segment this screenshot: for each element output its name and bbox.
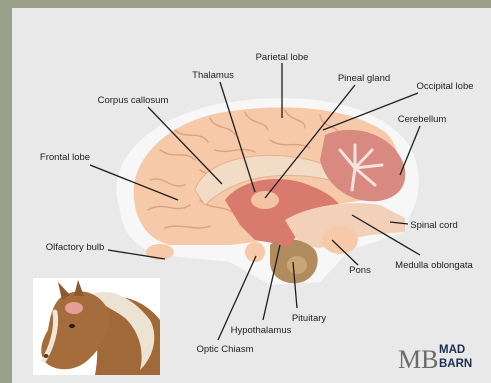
thalamus-shape <box>251 191 279 209</box>
label-olfactory-bulb: Olfactory bulb <box>46 242 105 253</box>
label-pineal-gland: Pineal gland <box>338 73 390 84</box>
logo-mad: MAD <box>439 344 465 356</box>
logo-barn: BARN <box>439 358 472 370</box>
label-medulla-oblongata: Medulla oblongata <box>395 260 473 271</box>
label-pituitary: Pituitary <box>292 313 327 324</box>
label-cerebellum: Cerebellum <box>398 114 447 125</box>
label-optic-chiasm: Optic Chiasm <box>196 344 253 355</box>
mad-barn-logo: MB MAD BARN <box>398 344 472 374</box>
label-corpus-callosum: Corpus callosum <box>98 95 169 106</box>
logo-monogram: MB <box>398 345 438 374</box>
label-thalamus: Thalamus <box>192 70 234 81</box>
label-frontal-lobe: Frontal lobe <box>40 152 90 163</box>
label-pons: Pons <box>349 265 371 276</box>
label-parietal-lobe: Parietal lobe <box>256 52 309 63</box>
label-spinal-cord: Spinal cord <box>410 220 458 231</box>
hypothalamus-shape <box>277 234 293 246</box>
horse-head-inset <box>33 278 160 375</box>
label-occipital-lobe: Occipital lobe <box>416 81 473 92</box>
pons-shape <box>322 226 358 254</box>
label-hypothalamus: Hypothalamus <box>231 325 292 336</box>
pituitary-inner <box>287 256 307 274</box>
